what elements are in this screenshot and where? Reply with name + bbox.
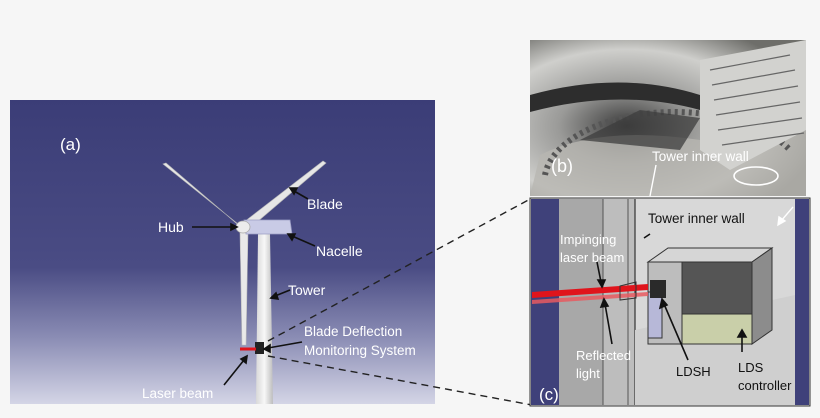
leader-white-c bbox=[777, 206, 794, 227]
panel-c-tag: (c) bbox=[539, 385, 559, 404]
leader-lines-c bbox=[596, 233, 748, 361]
tower bbox=[256, 234, 273, 404]
label-impinging-line1: Impinging bbox=[560, 232, 616, 247]
label-lds-line2: controller bbox=[738, 378, 792, 393]
label-hub: Hub bbox=[158, 219, 184, 235]
label-reflected-line2: light bbox=[576, 366, 600, 381]
panel-a-background bbox=[10, 100, 435, 404]
label-nacelle: Nacelle bbox=[316, 243, 363, 259]
impinging-laser-beam bbox=[532, 284, 648, 298]
lds-box-top bbox=[646, 247, 774, 263]
photo-ladder-rungs bbox=[709, 54, 805, 146]
leader-lines-a bbox=[192, 187, 316, 386]
zoom-connectors bbox=[267, 197, 533, 406]
label-reflected-line1: Reflected bbox=[576, 348, 631, 363]
ldsh-lens bbox=[650, 280, 666, 298]
label-monitoring-line1: Blade Deflection bbox=[304, 324, 402, 339]
panel-a-tag: (a) bbox=[60, 135, 81, 154]
beam-window bbox=[619, 281, 637, 301]
panel-c: Tower inner wall Impinging laser beam Re… bbox=[529, 197, 811, 407]
nacelle bbox=[243, 219, 293, 235]
tower-wall-section bbox=[559, 199, 603, 405]
photo-platform-beam bbox=[530, 82, 700, 112]
label-tower-inner-wall-b: Tower inner wall bbox=[652, 149, 749, 164]
ldsh-head bbox=[647, 291, 663, 339]
leader-wall-b bbox=[649, 164, 657, 197]
label-ldsh: LDSH bbox=[676, 364, 711, 379]
label-monitoring-line2: Monitoring System bbox=[304, 343, 416, 358]
panel-b: (b) Tower inner wall bbox=[530, 40, 806, 197]
reflected-laser-beam bbox=[532, 292, 648, 304]
lds-box-side bbox=[751, 247, 773, 345]
panel-c-sky-strip-right bbox=[795, 199, 809, 405]
lds-box-front-bottom bbox=[681, 313, 753, 345]
label-impinging-line2: laser beam bbox=[560, 250, 624, 265]
panel-b-tag: (b) bbox=[551, 156, 573, 176]
label-lds-line1: LDS bbox=[738, 360, 764, 375]
label-tower: Tower bbox=[288, 282, 326, 298]
label-tower-inner-wall-c: Tower inner wall bbox=[648, 211, 745, 226]
monitoring-device bbox=[255, 342, 264, 354]
lds-box-front-top bbox=[681, 261, 753, 315]
panel-a: (a) Blade Hub bbox=[10, 100, 435, 404]
label-blade: Blade bbox=[307, 196, 343, 212]
tower-wall-inner bbox=[603, 199, 635, 405]
photo-wall-highlight bbox=[733, 166, 779, 186]
photo-hatch bbox=[580, 110, 700, 150]
label-laser-beam: Laser beam bbox=[142, 386, 213, 401]
